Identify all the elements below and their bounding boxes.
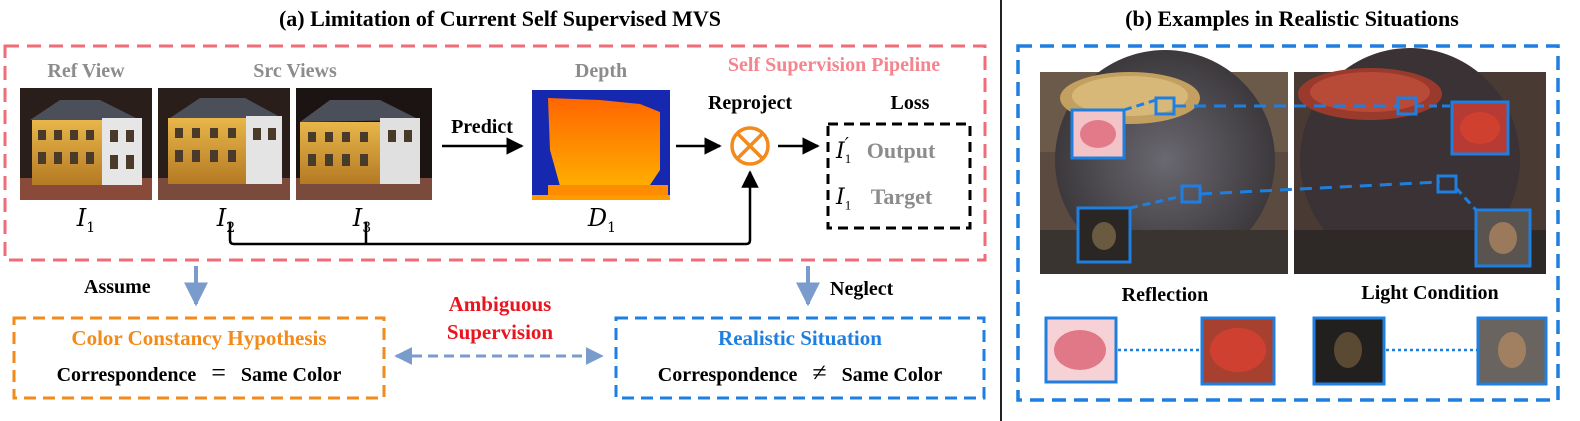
i2-sub: 2	[226, 219, 236, 236]
loss-target-var: I	[836, 185, 845, 210]
light-marker-b	[1436, 174, 1458, 194]
ref-view-label: Ref View	[47, 60, 125, 82]
d1-sub: 1	[607, 219, 617, 236]
hypothesis-statement: Correspondence = Same Color	[14, 358, 384, 388]
i3-label: I3	[336, 204, 388, 236]
src-view-image-1	[158, 88, 290, 200]
light-inset-b	[1474, 208, 1532, 268]
ambiguous-line1: Ambiguous	[448, 292, 552, 316]
ambiguous-line2: Supervision	[446, 320, 554, 344]
i2-var: I	[216, 204, 227, 232]
depth-map-image	[532, 90, 670, 200]
loss-target-sub: 1	[844, 197, 852, 213]
light-thumb-left	[1312, 316, 1386, 386]
src-views-label: Src Views	[253, 60, 337, 82]
panel-a-title: (a) Limitation of Current Self Supervise…	[278, 6, 722, 31]
panel-divider	[1000, 0, 1002, 421]
i2-label: I2	[200, 204, 252, 236]
d1-var: D	[587, 204, 608, 232]
depth-label: Depth	[574, 60, 628, 82]
ambiguous-supervision-label: Ambiguous Supervision	[400, 290, 600, 346]
pipeline-box	[3, 44, 987, 262]
i1-label: I1	[60, 204, 112, 236]
loss-output-row: I′1 Output	[836, 134, 966, 167]
i3-sub: 3	[362, 219, 372, 236]
reproject-label: Reproject	[707, 92, 793, 114]
hypothesis-box	[12, 316, 386, 400]
loss-target-row: I1 Target	[836, 184, 966, 213]
i1-var: I	[76, 204, 87, 232]
loss-output-prime: ′	[844, 134, 849, 155]
panel-b-title: (b) Examples in Realistic Situations	[1125, 6, 1459, 31]
i3-var: I	[352, 204, 363, 232]
realistic-box	[614, 316, 986, 400]
src-to-reproject-arrow	[228, 170, 759, 246]
d1-label: D1	[572, 204, 632, 236]
src-view-image-2	[296, 88, 432, 200]
hypothesis-left: Correspondence	[56, 364, 197, 386]
hypothesis-right: Same Color	[240, 364, 342, 386]
neglect-label: Neglect	[830, 278, 894, 300]
ref-view-image	[20, 88, 152, 200]
equals-sign: =	[211, 358, 226, 387]
loss-target-text: Target	[870, 184, 933, 209]
loss-output-var: I	[836, 139, 845, 164]
loss-output-text: Output	[866, 138, 936, 163]
examples-box	[1016, 44, 1560, 402]
assume-label: Assume	[84, 276, 151, 298]
reflection-label: Reflection	[1121, 284, 1209, 306]
reproject-operator-icon	[730, 126, 770, 166]
not-equals-sign: ≠	[812, 358, 827, 387]
realistic-right: Same Color	[841, 364, 943, 386]
light-condition-label: Light Condition	[1361, 282, 1499, 304]
loss-label: Loss	[890, 92, 930, 114]
hypothesis-title: Color Constancy Hypothesis	[71, 326, 327, 350]
realistic-statement: Correspondence ≠ Same Color	[616, 358, 984, 388]
loss-box	[826, 122, 972, 230]
realistic-left: Correspondence	[657, 364, 798, 386]
pipeline-label: Self Supervision Pipeline	[727, 54, 941, 76]
i1-sub: 1	[86, 219, 96, 236]
loss-output-sub: 1	[844, 151, 852, 167]
realistic-title: Realistic Situation	[718, 326, 882, 350]
predict-label: Predict	[451, 116, 513, 138]
